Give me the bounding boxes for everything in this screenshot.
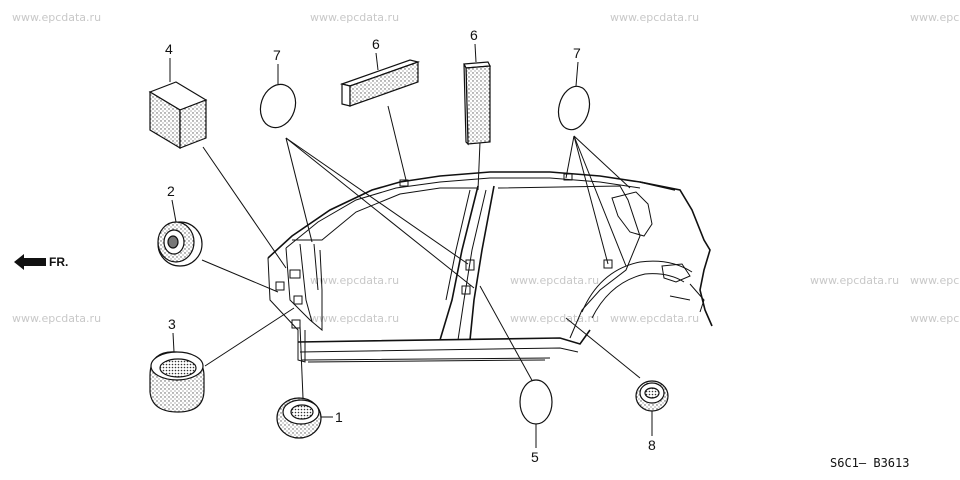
roof-rail-inner <box>285 177 641 249</box>
callout-label: 3 <box>168 316 176 332</box>
leader-line <box>575 61 579 87</box>
watermark: www.epcdata.ru <box>310 312 399 325</box>
diagram-code: S6C1— B3613 <box>830 456 909 470</box>
leader-line <box>285 137 469 265</box>
leader-line <box>285 137 475 289</box>
rear-wheel-arch <box>581 260 693 319</box>
leader-line <box>479 285 535 385</box>
watermark: www.epcdata.ru <box>610 11 699 24</box>
leader-line <box>375 52 379 71</box>
front-arrow-icon <box>14 254 46 270</box>
part-disc-7-right[interactable]: 7 <box>554 45 594 133</box>
part-pad-6-horizontal[interactable]: 6 <box>339 36 421 107</box>
watermark: www.epcdata.ru <box>12 11 101 24</box>
leader-line <box>565 317 641 379</box>
watermark: www.epc <box>910 312 959 325</box>
leader-line <box>387 105 407 181</box>
front-pillar <box>267 247 323 363</box>
grommet-hole <box>399 179 409 187</box>
leader-line <box>204 307 295 367</box>
watermark: www.epc <box>910 11 959 24</box>
grommet-hole <box>291 319 301 329</box>
leader-line <box>202 146 287 269</box>
grommet-hole <box>289 269 301 279</box>
part-pad-6-vertical[interactable]: 6 <box>463 27 491 146</box>
b-pillar-inner <box>445 189 487 341</box>
rear-quarter-outer <box>639 181 713 327</box>
leader-line <box>477 141 481 191</box>
watermark: www.epcdata.ru <box>610 312 699 325</box>
leader-line <box>565 135 575 179</box>
sill-bottom <box>307 359 546 363</box>
front-pillar-edge <box>299 243 319 323</box>
leader-lines <box>201 105 641 399</box>
front-direction-indicator: FR. <box>14 254 68 270</box>
part-disc-5[interactable]: 5 <box>519 379 553 465</box>
leader-line <box>285 137 313 243</box>
part-grommet-8[interactable]: 8 <box>635 380 669 453</box>
watermark: www.epcdata.ru <box>310 274 399 287</box>
callout-label: 4 <box>165 41 173 57</box>
watermark: www.epcdata.ru <box>510 274 599 287</box>
leader-line <box>201 259 279 293</box>
callout-label: 7 <box>273 47 281 63</box>
part-block-4[interactable]: 4 <box>148 41 208 150</box>
callout-label: 7 <box>573 45 581 61</box>
rear-lamp-opening <box>661 263 691 283</box>
part-disc-7-left[interactable]: 7 <box>255 47 301 132</box>
leader-line <box>172 332 175 353</box>
direction-label: FR. <box>49 255 68 269</box>
grommet-hole <box>461 285 471 295</box>
watermark: www.epcdata.ru <box>810 274 899 287</box>
a-pillar-inner <box>292 187 478 241</box>
rear-quarter-window <box>611 191 653 237</box>
rear-door-opening <box>497 185 641 339</box>
leader-line <box>573 135 609 265</box>
leader-line <box>573 135 627 267</box>
leader-line <box>299 325 304 399</box>
watermark-layer: www.epcdata.ru www.epcdata.ru www.epcdat… <box>12 11 959 325</box>
part-grommet-2[interactable]: 2 <box>157 183 203 267</box>
watermark: www.epcdata.ru <box>510 312 599 325</box>
side-sill <box>297 329 591 345</box>
side-sill-lower <box>299 347 579 361</box>
callout-label: 6 <box>372 36 380 52</box>
roof-rail-outer <box>267 171 676 259</box>
callout-label: 1 <box>335 409 343 425</box>
callout-label: 5 <box>531 449 539 465</box>
grommet-hole <box>275 281 285 291</box>
part-grommet-1[interactable]: 1 <box>276 397 343 439</box>
grommet-hole <box>293 295 303 305</box>
leader-line <box>573 135 631 189</box>
watermark: www.epcdata.ru <box>12 312 101 325</box>
body-side-frame <box>267 171 713 363</box>
grommet-hole <box>465 259 475 271</box>
rear-panel-detail <box>669 283 705 313</box>
grommet-hole <box>563 173 573 181</box>
callout-label: 8 <box>648 437 656 453</box>
watermark: www.epcdata.ru <box>310 11 399 24</box>
leader-line <box>474 43 477 63</box>
watermark: www.epc <box>910 274 959 287</box>
callout-label: 2 <box>167 183 175 199</box>
part-seal-ring-3[interactable]: 3 <box>149 316 205 413</box>
callout-label: 6 <box>470 27 478 43</box>
leader-line <box>171 199 177 223</box>
grommet-hole <box>603 259 613 269</box>
